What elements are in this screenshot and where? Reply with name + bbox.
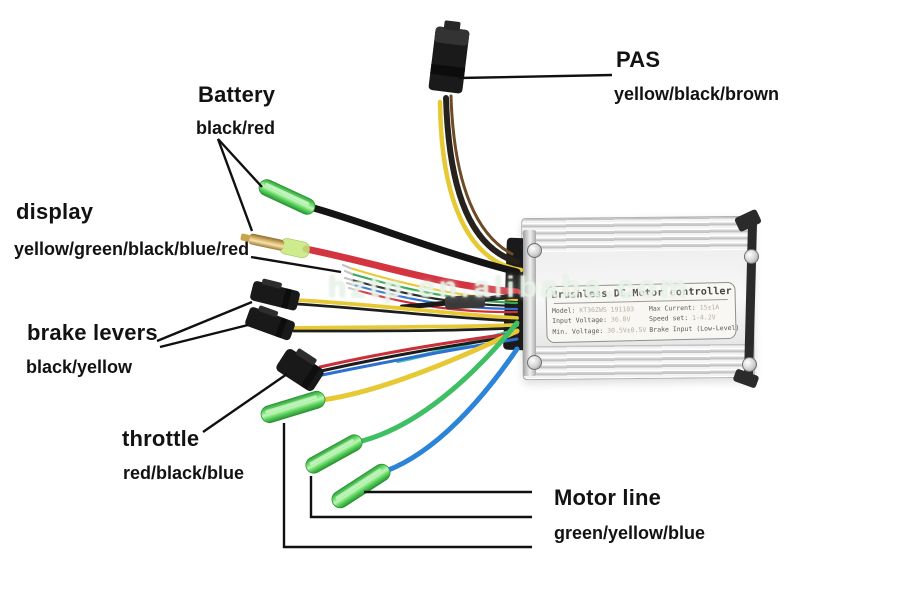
motor-line-label: Motor line (554, 485, 662, 510)
battery-wires (302, 203, 521, 296)
pointer-battery-negative (217, 138, 263, 188)
throttle-wire-colors: red/black/blue (123, 463, 245, 483)
display-wire-colors: yellow/green/black/blue/red (14, 239, 250, 259)
pointer-motor-2 (309, 476, 532, 519)
pas-cable (437, 94, 524, 273)
battery-negative-connector (258, 179, 316, 215)
battery-label: Battery (198, 82, 276, 107)
pointer-display (250, 255, 342, 274)
display-label: display (16, 199, 94, 224)
brake-wire-colors: black/yellow (26, 357, 133, 377)
motor-wires (319, 320, 520, 474)
screw-bottom-right (742, 357, 757, 372)
screw-top-right (744, 249, 759, 264)
aux-cable (399, 293, 520, 310)
left-mount-plate (523, 230, 536, 376)
pointer-pas (458, 73, 613, 80)
brake-levers-label: brake levers (27, 320, 158, 345)
motor-connector-2 (305, 434, 363, 474)
brake-connector-1 (250, 278, 300, 311)
motor-wire-colors: green/yellow/blue (554, 523, 706, 543)
throttle-label: throttle (122, 426, 200, 451)
pointer-brake-1 (156, 300, 253, 343)
pointer-battery-positive (216, 138, 254, 232)
pas-label: PAS (616, 47, 661, 72)
brake-cables (290, 298, 519, 333)
motor-connector-1 (260, 390, 326, 424)
pas-wire-colors: yellow/black/brown (614, 84, 780, 104)
motor-connector-3 (331, 463, 391, 509)
screw-bottom-left (527, 355, 542, 370)
battery-wire-colors: black/red (196, 118, 276, 138)
pointer-throttle (202, 373, 288, 433)
pas-connector (428, 20, 470, 94)
pointer-brake-2 (159, 323, 249, 349)
pointer-motor-1 (282, 423, 532, 549)
brake-connector-2 (245, 305, 295, 341)
battery-positive-connector (240, 233, 311, 259)
screw-top-left (527, 243, 542, 258)
throttle-connector (276, 348, 324, 391)
pointer-lines (156, 73, 613, 549)
